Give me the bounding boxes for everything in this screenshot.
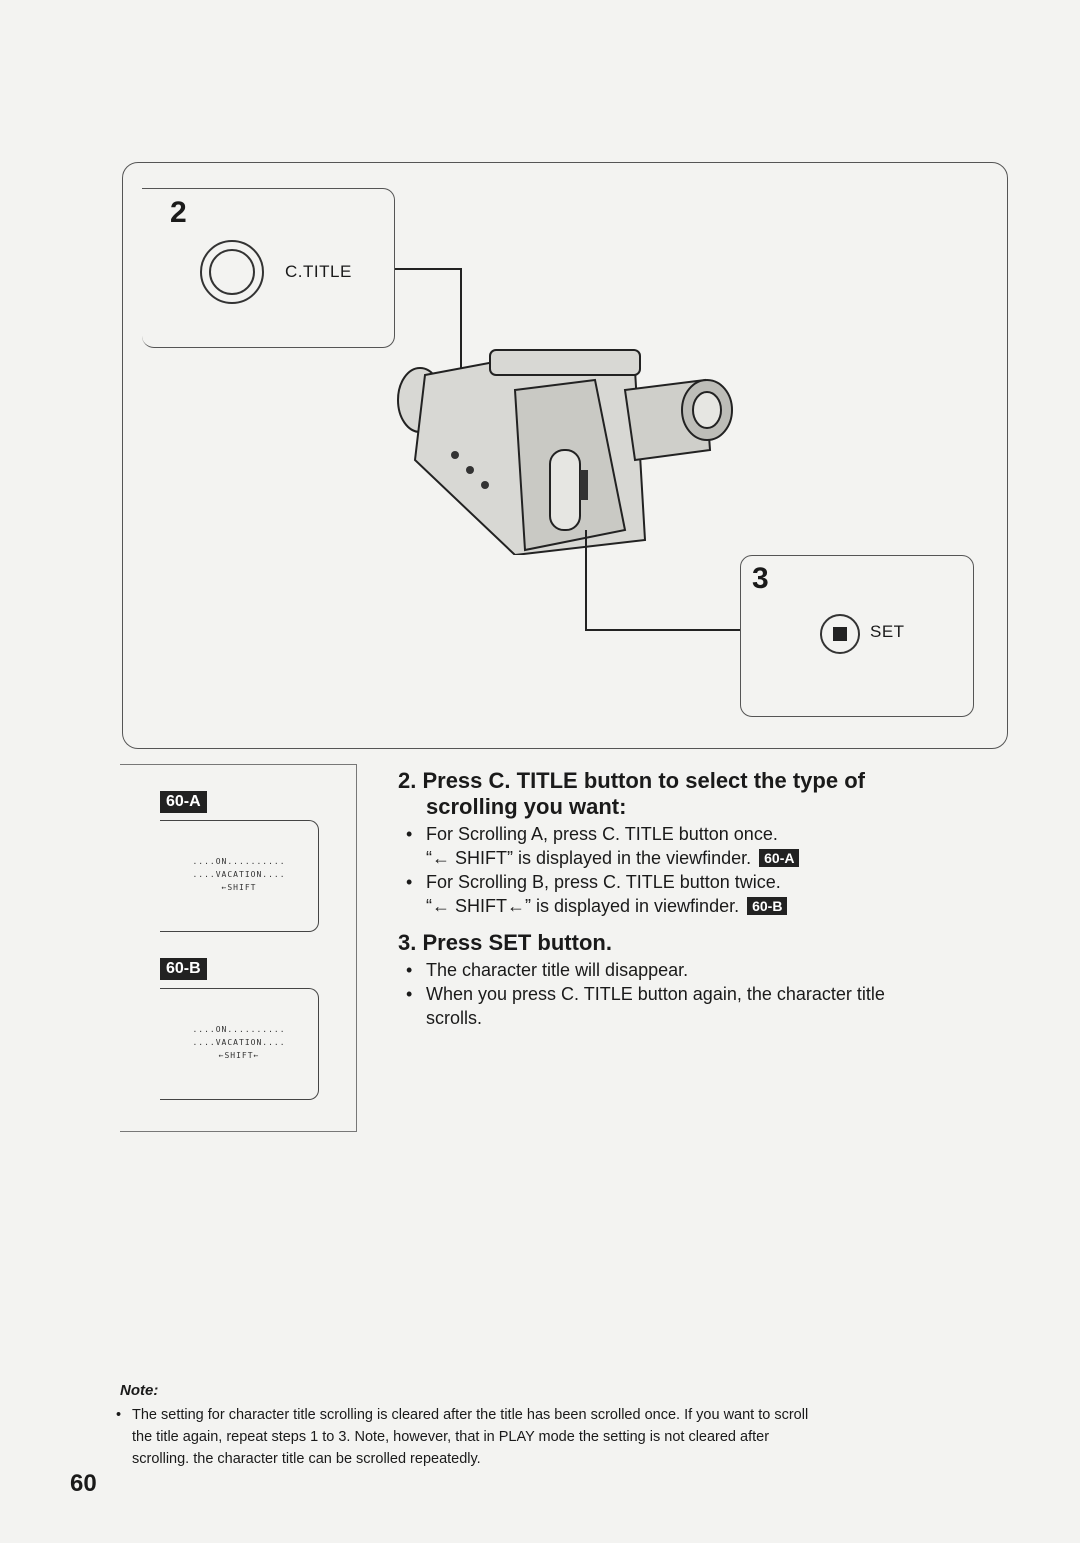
leader-line <box>395 268 461 270</box>
bullet-continuation: “← SHIFT” is displayed in the viewfinder… <box>404 846 998 870</box>
instructions-step-2: 2. Press C. TITLE button to select the t… <box>398 768 998 918</box>
bullet-text: “← SHIFT” is displayed in the viewfinder… <box>426 848 752 868</box>
leader-line <box>585 530 587 630</box>
badge-60-a: 60-A <box>160 791 207 813</box>
viewfinder-screen-a: ....ON.......... ....VACATION.... ←SHIFT <box>160 820 319 932</box>
set-label: SET <box>870 622 905 641</box>
badge-60-b: 60-B <box>747 897 788 915</box>
viewfinder-screen-b: ....ON.......... ....VACATION.... ←SHIFT… <box>160 988 319 1100</box>
screen-line: ←SHIFT <box>221 883 257 892</box>
leader-line <box>585 629 741 631</box>
bullet-continuation: “← SHIFT←” is displayed in viewfinder. 60… <box>404 894 998 918</box>
stop-square-button-icon <box>820 614 860 654</box>
viewfinder-examples-box <box>120 764 357 1132</box>
page-number: 60 <box>70 1470 97 1497</box>
bullet-item: When you press C. TITLE button again, th… <box>404 982 998 1006</box>
step-2-heading-cont: scrolling you want: <box>426 794 627 819</box>
leader-line <box>460 268 462 408</box>
note-line: The setting for character title scrollin… <box>132 1407 809 1423</box>
diagram-frame <box>122 162 1008 749</box>
note-line: the title again, repeat steps 1 to 3. No… <box>132 1429 770 1445</box>
screen-line: ....ON.......... <box>192 857 286 866</box>
bullet-text: “← SHIFT←” is displayed in viewfinder. <box>426 896 740 916</box>
bullet-item: For Scrolling B, press C. TITLE button t… <box>404 870 998 894</box>
badge-60-a: 60-A <box>759 849 800 867</box>
c-title-label: C.TITLE <box>285 262 352 281</box>
screen-line: ←SHIFT← <box>218 1051 260 1060</box>
callout-step-3 <box>740 555 974 717</box>
bullet-continuation: scrolls. <box>426 1008 483 1028</box>
note-body: •The setting for character title scrolli… <box>116 1404 996 1470</box>
note-line: scrolling. the character title can be sc… <box>132 1451 481 1467</box>
instructions-step-3: 3. Press SET button. The character title… <box>398 930 998 1030</box>
bullet-item: For Scrolling A, press C. TITLE button o… <box>404 822 998 846</box>
step-number-2: 2 <box>170 196 187 229</box>
step-number-3: 3 <box>752 562 769 595</box>
step-3-heading: 3. Press SET button. <box>398 930 612 955</box>
bullet-item: The character title will disappear. <box>404 958 998 982</box>
camcorder-illustration <box>395 340 740 557</box>
badge-60-b: 60-B <box>160 958 207 980</box>
step-2-heading: 2. Press C. TITLE button to select the t… <box>398 768 865 793</box>
circle-button-icon <box>200 240 264 304</box>
note-title: Note: <box>120 1382 159 1399</box>
screen-line: ....VACATION.... <box>192 1038 286 1047</box>
callout-step-2 <box>142 188 395 348</box>
screen-line: ....VACATION.... <box>192 870 286 879</box>
screen-line: ....ON.......... <box>192 1025 286 1034</box>
